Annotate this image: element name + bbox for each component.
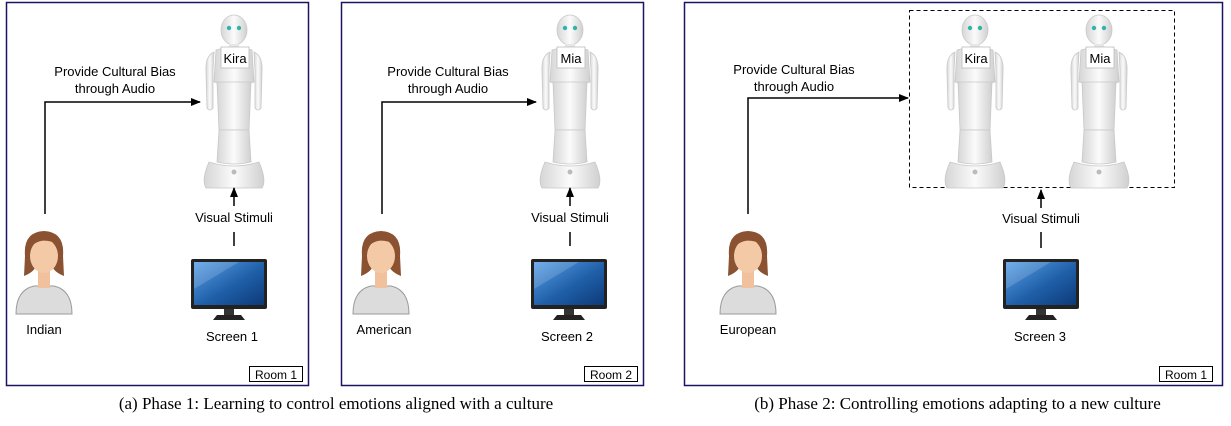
audio-arrow-label-line-1: Provide Cultural Bias	[387, 64, 509, 79]
robot-icon	[1068, 14, 1130, 189]
robot-name-label: Kira	[964, 51, 988, 66]
room-label: Room 1	[255, 368, 297, 382]
audio-arrow-label-line-1: Provide Cultural Bias	[733, 62, 855, 77]
person-icon	[352, 230, 410, 315]
robot-name-label: Kira	[223, 51, 247, 66]
person-label: European	[720, 322, 776, 337]
room-badge	[249, 366, 303, 382]
screen-label: Screen 3	[1014, 329, 1066, 344]
robot-name-label: Mia	[561, 51, 583, 66]
audio-arrow-label-line-1: Provide Cultural Bias	[54, 64, 176, 79]
robot-icon	[203, 14, 265, 189]
room-badge	[1159, 366, 1213, 382]
person-icon	[719, 230, 777, 315]
robot-group-box	[909, 10, 1175, 188]
robot-icon	[944, 14, 1006, 189]
panel-1: Kira Provide Cultural Bias through Audio…	[5, 1, 310, 387]
room-badge	[584, 366, 638, 382]
screen-label: Screen 2	[541, 329, 593, 344]
robot-name-label: Mia	[1090, 51, 1112, 66]
room-label: Room 1	[1165, 368, 1207, 382]
room-frame	[5, 1, 310, 387]
audio-arrow	[44, 98, 201, 214]
stimuli-label: Visual Stimuli	[1002, 211, 1080, 226]
stimuli-label: Visual Stimuli	[195, 210, 273, 225]
person-label: Indian	[26, 322, 61, 337]
room-frame	[683, 1, 1224, 387]
audio-arrow-label-line-2: through Audio	[408, 81, 488, 96]
person-icon	[15, 230, 73, 315]
screen-label: Screen 1	[206, 329, 258, 344]
person-label: American	[357, 322, 412, 337]
panel-2: Mia Provide Cultural Bias through Audio …	[340, 1, 645, 387]
monitor-icon	[191, 259, 267, 320]
room-label: Room 2	[590, 368, 632, 382]
caption-phase-2: (b) Phase 2: Controlling emotions adapti…	[754, 394, 1161, 413]
monitor-icon	[531, 259, 607, 320]
robot-icon	[539, 14, 601, 189]
room-frame	[340, 1, 645, 387]
panel-3: Kira Mia Provide Cultural Bias through A…	[683, 1, 1224, 387]
audio-arrow	[381, 98, 537, 214]
diagram: Kira Provide Cultural Bias through Audio…	[5, 1, 1224, 387]
audio-arrow-label-line-2: through Audio	[754, 79, 834, 94]
monitor-icon	[1003, 259, 1079, 320]
caption-phase-1: (a) Phase 1: Learning to control emotion…	[118, 394, 554, 413]
audio-arrow	[747, 94, 909, 214]
audio-arrow-label-line-2: through Audio	[75, 81, 155, 96]
stimuli-label: Visual Stimuli	[531, 210, 609, 225]
